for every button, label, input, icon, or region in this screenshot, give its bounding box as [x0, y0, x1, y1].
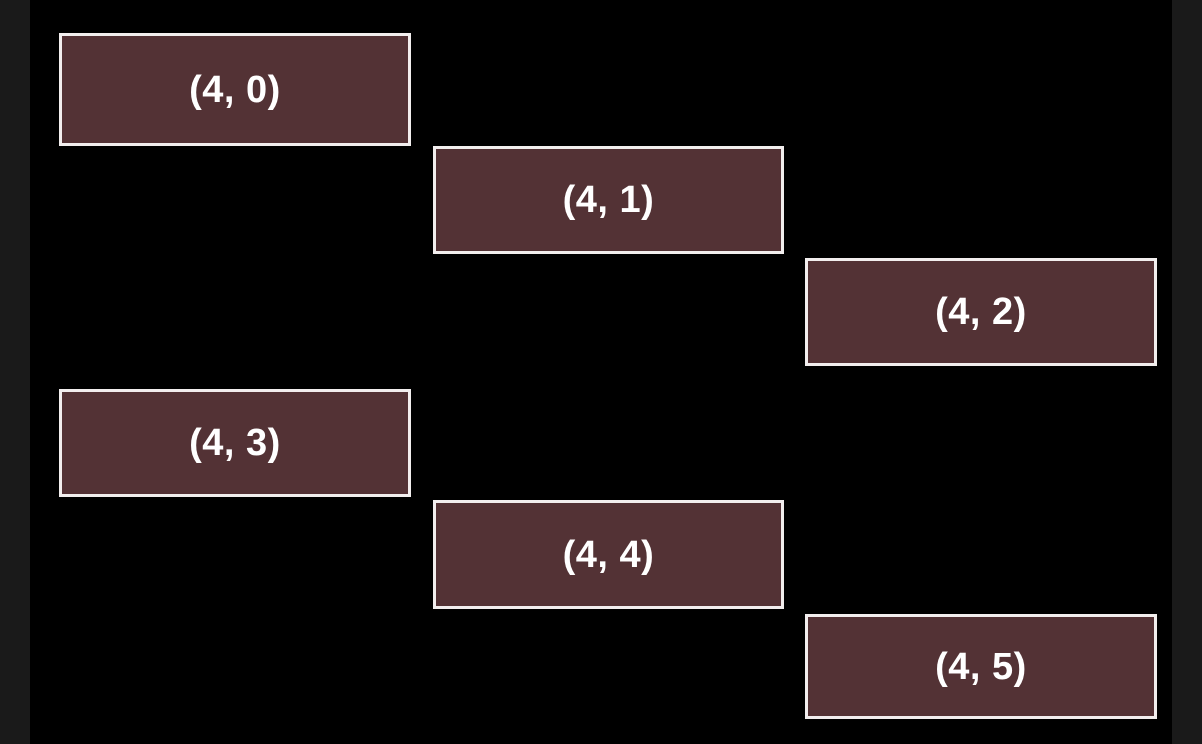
node-box-label: (4, 3)	[189, 422, 281, 464]
node-box-label: (4, 1)	[562, 179, 655, 221]
node-box-4-1[interactable]: (4, 1)	[433, 146, 784, 254]
node-box-4-4[interactable]: (4, 4)	[433, 500, 784, 609]
node-box-4-2[interactable]: (4, 2)	[805, 258, 1157, 366]
node-box-4-3[interactable]: (4, 3)	[59, 389, 411, 497]
node-box-label: (4, 4)	[562, 533, 655, 576]
node-box-4-0[interactable]: (4, 0)	[59, 33, 411, 146]
node-box-label: (4, 5)	[935, 645, 1027, 688]
node-box-label: (4, 0)	[189, 68, 281, 111]
node-box-4-5[interactable]: (4, 5)	[805, 614, 1157, 719]
black-canvas: (4, 0) (4, 1) (4, 2) (4, 3) (4, 4) (4, 5…	[30, 0, 1172, 744]
node-box-label: (4, 2)	[935, 291, 1027, 333]
